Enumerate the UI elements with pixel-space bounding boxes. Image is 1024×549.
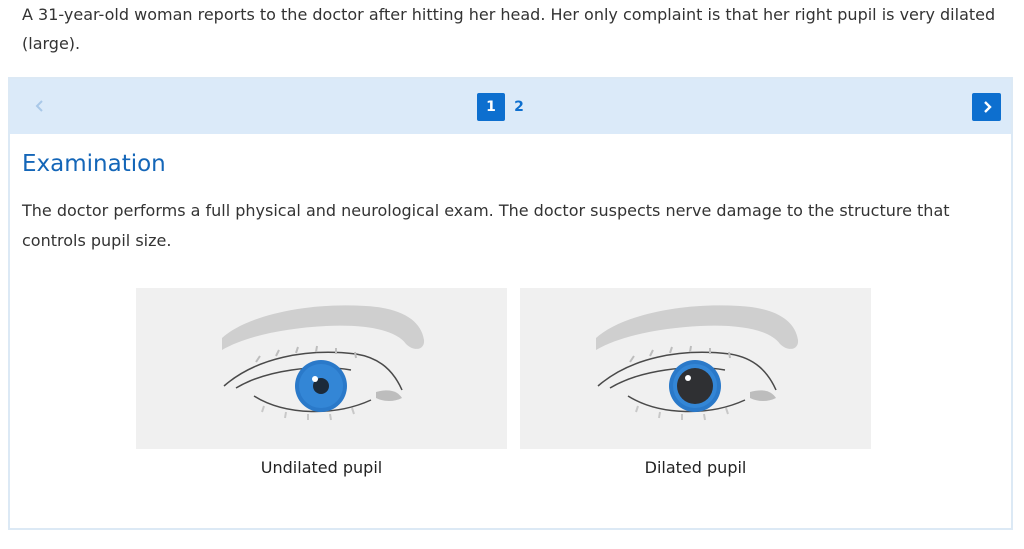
page-list: 1 2 — [477, 93, 526, 121]
page-2-button[interactable]: 2 — [514, 99, 524, 115]
section-title: Examination — [22, 151, 166, 177]
undilated-eye-figure — [136, 288, 507, 449]
chevron-right-icon — [983, 101, 992, 113]
dilated-caption: Dilated pupil — [644, 458, 747, 477]
undilated-caption: Undilated pupil — [260, 458, 383, 477]
section-text: The doctor performs a full physical and … — [22, 201, 950, 250]
exam-panel: 1 2 Examination The doctor performs a fu… — [8, 77, 1013, 530]
undilated-eye-illustration — [222, 305, 425, 421]
pagination-bar: 1 2 — [10, 79, 1011, 134]
case-intro-text: A 31-year-old woman reports to the docto… — [22, 5, 996, 53]
next-page-button[interactable] — [972, 93, 1001, 121]
page-1-button[interactable]: 1 — [477, 93, 505, 121]
dilated-eye-figure — [520, 288, 871, 449]
dilated-eye-illustration — [596, 305, 799, 421]
chevron-left-icon — [35, 100, 43, 112]
prev-page-button[interactable] — [26, 92, 54, 120]
